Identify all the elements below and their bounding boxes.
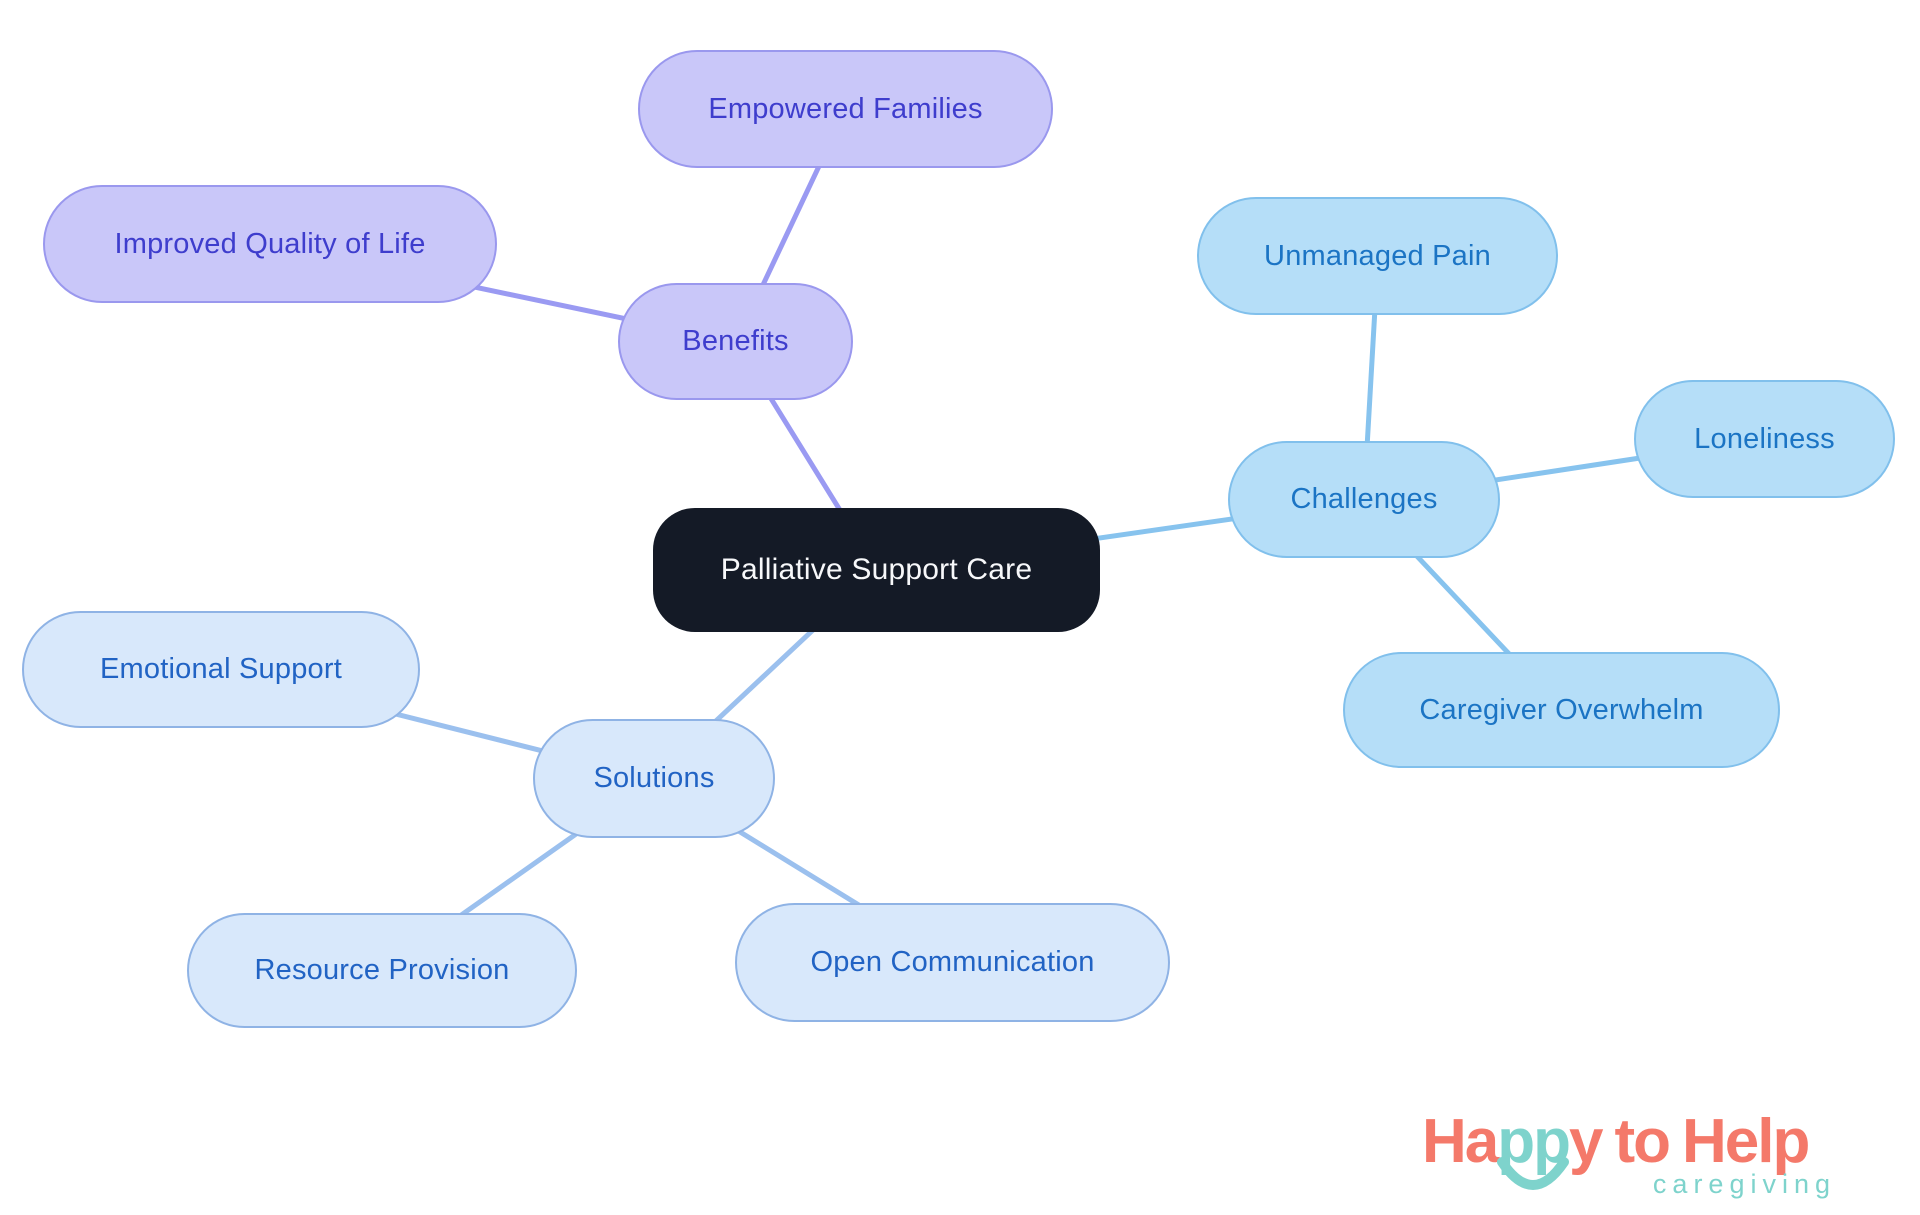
smile-icon (1497, 1157, 1570, 1190)
center-node-palliative-support-care[interactable]: Palliative Support Care (653, 508, 1100, 632)
child-node-emotional-support[interactable]: Emotional Support (22, 611, 420, 728)
child-node-loneliness[interactable]: Loneliness (1634, 380, 1895, 498)
child-node-unmanaged-pain[interactable]: Unmanaged Pain (1197, 197, 1558, 315)
child-node-empowered-families[interactable]: Empowered Families (638, 50, 1053, 168)
logo-subtitle: caregiving (1652, 1169, 1836, 1199)
logo-text-y: y (1569, 1107, 1604, 1176)
child-node-open-communication[interactable]: Open Communication (735, 903, 1170, 1022)
branch-node-benefits[interactable]: Benefits (618, 283, 853, 400)
child-node-resource-provision[interactable]: Resource Provision (187, 913, 577, 1028)
branch-node-challenges[interactable]: Challenges (1228, 441, 1500, 558)
child-node-caregiver-overwhelm[interactable]: Caregiver Overwhelm (1343, 652, 1780, 768)
child-node-improved-quality-of-life[interactable]: Improved Quality of Life (43, 185, 497, 303)
logo-text-pp-smiley: pp (1497, 1106, 1571, 1190)
logo-text-ha: Ha (1422, 1107, 1499, 1176)
branch-node-solutions[interactable]: Solutions (533, 719, 775, 838)
logo-text-to: to (1614, 1107, 1672, 1176)
logo-text-help: Help (1682, 1107, 1810, 1176)
